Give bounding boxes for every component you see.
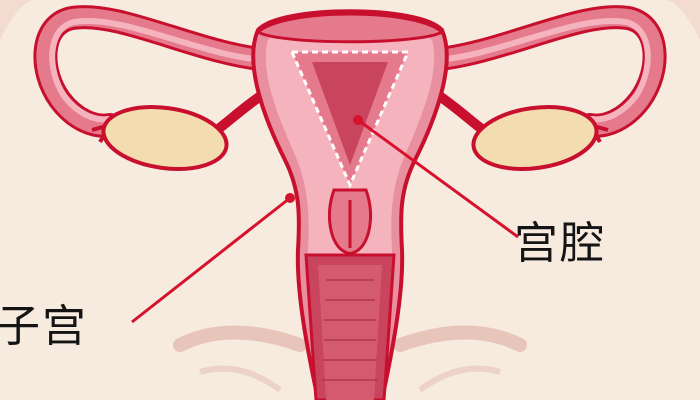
leader-line-cavity [357,118,519,239]
label-uterus: 子宫 [0,301,88,352]
vaginal-canal [304,253,396,400]
pelvic-curve-right [418,365,501,393]
body-shadow-right [665,0,700,40]
cervix [328,188,372,255]
marker-dot-uterus [285,193,295,203]
ovary-right [471,105,599,171]
marker-dot-cavity [353,115,363,125]
fallopian-tube-right [418,5,667,144]
pelvic-bone-left [173,325,307,352]
body-shadow-left [0,0,35,40]
ovary-left [101,105,229,171]
fallopian-tube-left [33,5,282,144]
pelvic-bone-right [393,325,527,352]
leader-line-uterus [131,196,291,324]
uterine-cavity [289,50,411,189]
label-uterine-cavity: 宫腔 [514,218,606,269]
pelvic-curve-left [199,365,282,393]
